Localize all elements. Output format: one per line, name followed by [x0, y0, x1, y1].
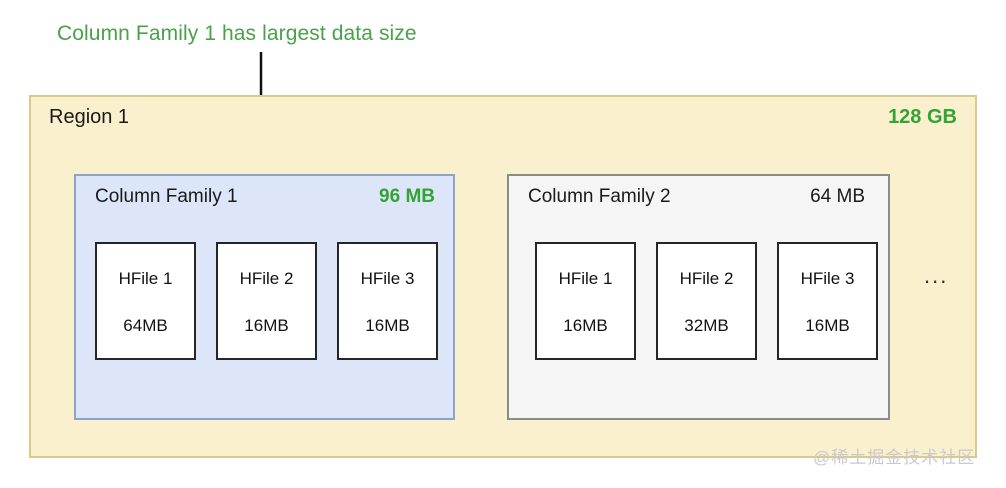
column-family-2-name: Column Family 2 — [528, 186, 671, 207]
column-family-1-size: 96 MB — [379, 186, 435, 207]
hfile-box[interactable]: HFile 1 64MB — [95, 242, 196, 360]
hfile-size: 64MB — [123, 316, 168, 335]
column-family-2-size: 64 MB — [810, 186, 865, 207]
hfile-name: HFile 3 — [360, 269, 415, 288]
hfile-size: 16MB — [365, 316, 410, 335]
hfile-size: 16MB — [244, 316, 289, 335]
hfile-name: HFile 2 — [239, 269, 294, 288]
hfile-box[interactable]: HFile 2 32MB — [656, 242, 757, 360]
column-family-1-name: Column Family 1 — [95, 186, 238, 207]
hfile-name: HFile 1 — [118, 269, 173, 288]
hfile-name: HFile 2 — [679, 269, 734, 288]
hfile-name: HFile 1 — [558, 269, 613, 288]
region-size-badge: 128 GB — [888, 106, 957, 128]
hfile-name: HFile 3 — [800, 269, 855, 288]
column-family-2-box[interactable]: Column Family 2 64 MB HFile 1 16MB HFile… — [507, 174, 890, 420]
hfile-box[interactable]: HFile 3 16MB — [777, 242, 878, 360]
column-family-1-box[interactable]: Column Family 1 96 MB HFile 1 64MB HFile… — [74, 174, 455, 420]
region-title: Region 1 — [49, 106, 130, 128]
watermark-label: @稀土掘金技术社区 — [813, 448, 976, 467]
hfile-size: 32MB — [684, 316, 729, 335]
column-family-1-hfile-row: HFile 1 64MB HFile 2 16MB HFile 3 16MB — [76, 242, 453, 402]
more-column-families-ellipsis: ... — [924, 263, 949, 288]
annotation-label: Column Family 1 has largest data size — [57, 22, 417, 45]
region-box: Region 1 128 GB Column Family 1 96 MB HF… — [29, 95, 977, 458]
column-family-1-header: Column Family 1 96 MB — [76, 186, 453, 218]
hfile-box[interactable]: HFile 2 16MB — [216, 242, 317, 360]
column-family-2-header: Column Family 2 64 MB — [509, 186, 888, 218]
column-family-2-hfile-row: HFile 1 16MB HFile 2 32MB HFile 3 16MB — [509, 242, 888, 402]
hfile-size: 16MB — [563, 316, 608, 335]
hfile-size: 16MB — [805, 316, 850, 335]
hfile-box[interactable]: HFile 3 16MB — [337, 242, 438, 360]
hfile-box[interactable]: HFile 1 16MB — [535, 242, 636, 360]
